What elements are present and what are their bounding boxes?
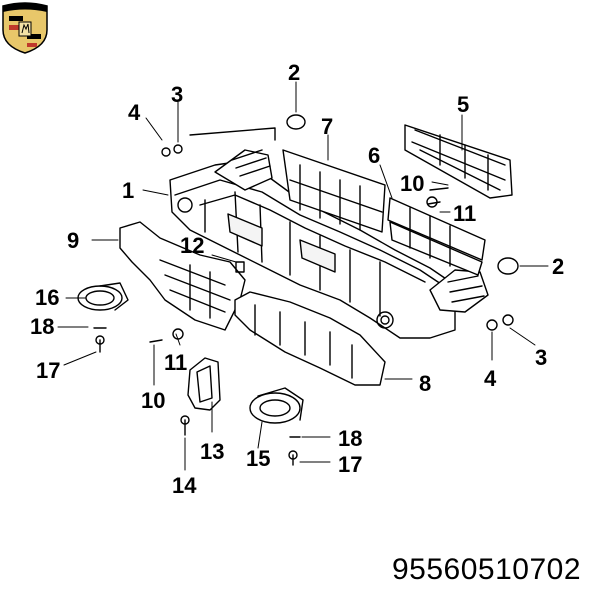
- callout-18-left: 18: [30, 314, 54, 339]
- callout-1: 1: [122, 178, 134, 203]
- callout-11-lower: 11: [164, 350, 187, 375]
- callout-14: 14: [172, 473, 197, 498]
- callout-17-right: 17: [338, 452, 362, 477]
- tailpipe-tip-right: [249, 387, 304, 424]
- callout-18-right: 18: [338, 426, 362, 451]
- heat-shield-far: [404, 124, 513, 199]
- gasket-right: [497, 257, 519, 275]
- callout-15: 15: [246, 446, 270, 471]
- heat-shield-upper: [282, 149, 386, 233]
- callout-9: 9: [67, 228, 79, 253]
- callout-3-right: 3: [535, 345, 547, 370]
- callout-12: 12: [180, 233, 204, 258]
- callout-8: 8: [419, 371, 431, 396]
- bracket: [187, 357, 221, 411]
- callout-7: 7: [321, 114, 333, 139]
- main-muffler: [169, 127, 489, 339]
- callout-13: 13: [200, 439, 224, 464]
- callout-10-upper: 10: [400, 171, 424, 196]
- porsche-crest-logo: [2, 2, 48, 54]
- callout-16: 16: [35, 285, 59, 310]
- callout-3-upper: 3: [171, 82, 183, 107]
- callout-11-upper: 11: [453, 201, 476, 226]
- callout-2-upper: 2: [288, 60, 300, 85]
- callout-4-right: 4: [484, 366, 497, 391]
- rear-shield-left: [119, 221, 246, 331]
- hardware: [93, 144, 514, 466]
- callout-4-upper: 4: [128, 100, 141, 125]
- callout-6: 6: [368, 143, 380, 168]
- callout-2-right: 2: [552, 254, 564, 279]
- gasket-upper: [286, 114, 306, 130]
- leader-lines: [57, 81, 549, 471]
- heat-shield-right: [387, 197, 486, 276]
- callouts: 2 3 4 5 7 6 1 10 11 9 12 2 16 18 17 11 1…: [30, 60, 564, 498]
- part-number: 95560510702: [392, 553, 582, 586]
- callout-10-lower: 10: [141, 388, 165, 413]
- rear-shield-lower: [234, 291, 386, 386]
- callout-17-left: 17: [36, 358, 60, 383]
- callout-5: 5: [457, 92, 469, 117]
- tailpipe-tip-left: [77, 282, 129, 311]
